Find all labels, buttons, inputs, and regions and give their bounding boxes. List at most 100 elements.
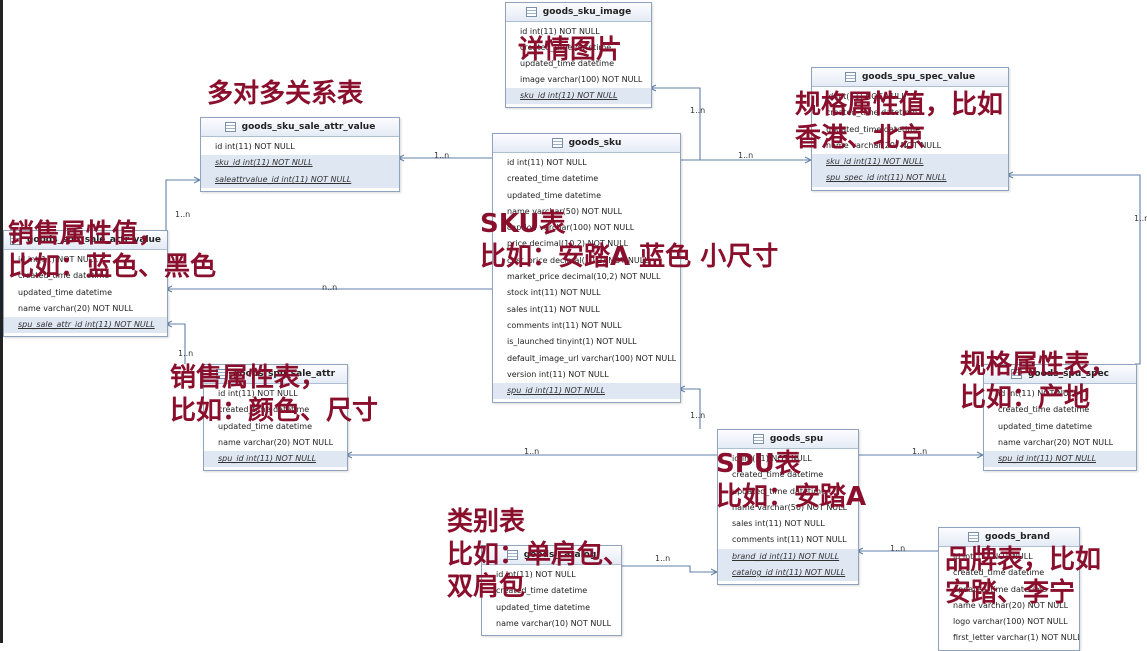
table-column[interactable]: market_price decimal(10,2) NOT NULL — [507, 272, 661, 282]
table-column[interactable]: id int(11) NOT NULL — [998, 389, 1078, 398]
table-column[interactable]: id int(11) NOT NULL — [507, 158, 587, 167]
table-column[interactable]: name varchar(10) NOT NULL — [496, 618, 612, 628]
table-column[interactable]: name varchar(50) NOT NULL — [732, 502, 848, 512]
table-column[interactable]: sales int(11) NOT NULL — [732, 519, 825, 529]
relation-line[interactable] — [1007, 174, 1141, 365]
annotation-line: 销售属性值， — [8, 219, 165, 249]
table-header[interactable]: goods_spu_sale_attr — [204, 365, 347, 384]
table-name: goods_spu_spec_value — [861, 72, 976, 82]
foreign-key-column[interactable]: spu_spec_id int(11) NOT NULL — [812, 170, 1008, 187]
table-name: goods_spu_sale_attr — [232, 369, 336, 379]
table-column[interactable]: caption varchar(100) NOT NULL — [507, 223, 635, 233]
table-column[interactable]: id int(11) NOT NULL — [953, 552, 1033, 561]
table-header[interactable]: goods_spu_spec_value — [812, 68, 1008, 87]
table-column[interactable]: updated_time datetime — [507, 190, 601, 200]
table-column[interactable]: name varchar(20) NOT NULL — [18, 303, 134, 313]
table-column[interactable]: logo varchar(100) NOT NULL — [953, 617, 1068, 627]
table-header[interactable]: goods_sku — [493, 134, 680, 153]
table-column[interactable]: default_image_url varchar(100) NOT NULL — [507, 353, 677, 363]
table-column[interactable]: updated_time datetime — [218, 421, 312, 431]
foreign-key-column[interactable]: sku_id int(11) NOT NULL — [201, 155, 399, 172]
table-name: goods_spu — [769, 434, 824, 444]
table-column[interactable]: name varchar(20) NOT NULL — [826, 140, 942, 150]
table-name: goods_brand — [985, 532, 1050, 542]
foreign-key-column[interactable]: spu_sale_attr_id int(11) NOT NULL — [4, 317, 167, 334]
table-column[interactable]: id int(11) NOT NULL — [520, 27, 600, 36]
table-column[interactable]: name varchar(20) NOT NULL — [998, 437, 1114, 447]
table-header[interactable]: goods_brand — [939, 528, 1079, 547]
table-column[interactable]: updated_time datetime — [18, 287, 112, 297]
table-column[interactable]: first_letter varchar(1) NOT NULL — [953, 633, 1079, 643]
table-column[interactable]: updated_time datetime — [998, 421, 1092, 431]
table-column[interactable]: id int(11) NOT NULL — [215, 142, 295, 151]
table-column[interactable]: comments int(11) NOT NULL — [732, 535, 847, 545]
table-column[interactable]: created_time datetime — [218, 405, 310, 415]
table-column[interactable]: id int(11) NOT NULL — [496, 570, 576, 579]
table-column[interactable]: created_time datetime — [998, 405, 1090, 415]
table-icon — [9, 235, 21, 245]
table-header[interactable]: goods_sku_sale_attr_value — [201, 118, 399, 137]
foreign-key-column[interactable]: spu_id int(11) NOT NULL — [204, 451, 347, 468]
table-column[interactable]: updated_time datetime — [496, 602, 590, 612]
relation-line[interactable] — [679, 388, 701, 429]
foreign-key-column[interactable]: sku_id int(11) NOT NULL — [506, 88, 651, 104]
foreign-key-column[interactable]: saleattrvalue_id int(11) NOT NULL — [201, 171, 399, 188]
foreign-key-column[interactable]: spu_id int(11) NOT NULL — [493, 383, 680, 400]
table-column[interactable]: id int(11) NOT NULL — [218, 389, 298, 398]
table-column[interactable]: comments int(11) NOT NULL — [507, 320, 622, 330]
foreign-key-column[interactable]: sku_id int(11) NOT NULL — [812, 154, 1008, 171]
table-column[interactable]: id int(11) NOT NULL — [18, 255, 98, 264]
table-column[interactable]: is_launched tinyint(1) NOT NULL — [507, 337, 637, 347]
relation-line[interactable] — [166, 323, 186, 364]
table-column[interactable]: updated_time datetime — [520, 59, 614, 68]
table-column[interactable]: created_time datetime — [507, 174, 599, 184]
table-column[interactable]: updated_time datetime — [826, 124, 920, 134]
annotation-catalog: 类别表比如：单肩包、双肩包 — [447, 506, 629, 604]
table-icon — [752, 434, 764, 444]
table-column[interactable]: created_time datetime — [826, 108, 918, 118]
annotation-line: 详情图片 — [518, 35, 623, 65]
annotation-line: 品牌表，比如 — [945, 545, 1102, 575]
table-column[interactable]: updated_time datetime — [732, 486, 826, 496]
table-column[interactable]: name varchar(20) NOT NULL — [953, 600, 1069, 610]
table-header[interactable]: goods_spu_sale_attr_value — [4, 231, 167, 250]
table-column[interactable]: id int(11) NOT NULL — [732, 454, 812, 463]
table-header[interactable]: goods_spu — [718, 430, 858, 449]
table-column[interactable]: stock int(11) NOT NULL — [507, 288, 601, 298]
table-column[interactable]: created_time datetime — [953, 568, 1045, 578]
table-header[interactable]: goods_sku_image — [506, 3, 651, 22]
table-column[interactable]: price decimal(10,2) NOT NULL — [507, 239, 629, 249]
table-column[interactable]: name varchar(50) NOT NULL — [507, 206, 623, 216]
annotation-line: 比如：单肩包、 — [447, 539, 630, 570]
table-column[interactable]: image varchar(100) NOT NULL — [520, 75, 643, 84]
relation-line[interactable] — [165, 179, 200, 230]
table-column[interactable]: name varchar(20) NOT NULL — [218, 437, 334, 447]
foreign-key-column[interactable]: brand_id int(11) NOT NULL — [718, 548, 858, 566]
table-header[interactable]: goods_spu_spec — [984, 365, 1136, 384]
table-column[interactable]: created_time datetime — [18, 271, 110, 281]
table-column[interactable]: id int(11) NOT NULL — [826, 92, 906, 101]
foreign-key-column[interactable]: spu_id int(11) NOT NULL — [984, 451, 1136, 468]
table-column[interactable]: created_time datetime — [520, 43, 612, 52]
table-column[interactable]: updated_time datetime — [953, 584, 1047, 594]
table-column[interactable]: created_time datetime — [732, 470, 824, 480]
table-column[interactable]: cost_price decimal(10,2) NOT NULL — [507, 255, 649, 265]
foreign-key-column[interactable]: catalog_id int(11) NOT NULL — [718, 565, 858, 582]
relation-line[interactable] — [620, 565, 717, 573]
annotation-line: 比如：安踏A 蓝色 小尺寸 — [480, 241, 779, 272]
table-column[interactable]: version int(11) NOT NULL — [507, 369, 609, 379]
table-column[interactable]: sales int(11) NOT NULL — [507, 304, 600, 314]
table-column[interactable]: created_time datetime — [496, 586, 588, 596]
table-header[interactable]: goods_catalog — [482, 546, 621, 565]
annotation-sku: SKU表比如：安踏A 蓝色 小尺寸 — [480, 208, 778, 273]
